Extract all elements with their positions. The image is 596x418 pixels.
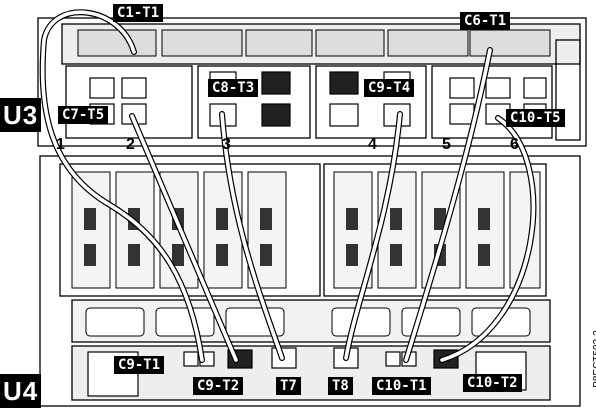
u3-chassis bbox=[37, 17, 587, 147]
port-number: 3 bbox=[222, 136, 231, 153]
unit-label-u4: U4 bbox=[0, 374, 42, 408]
callout-label: C9-T1 bbox=[114, 356, 165, 374]
callout-label: C7-T5 bbox=[58, 106, 109, 124]
callout-label: C9-T4 bbox=[364, 79, 415, 97]
callout-label: C10-T5 bbox=[506, 109, 565, 127]
callout-label: C10-T2 bbox=[463, 374, 522, 392]
callout-label: C9-T2 bbox=[193, 377, 244, 395]
callout-label: C1-T1 bbox=[113, 4, 164, 22]
callout-label: C6-T1 bbox=[460, 12, 511, 30]
port-number: 4 bbox=[368, 136, 377, 153]
port-number: 6 bbox=[510, 136, 519, 153]
callout-label: T7 bbox=[276, 377, 301, 395]
callout-label: T8 bbox=[328, 377, 353, 395]
figure-id: P8ECT502-3 bbox=[592, 330, 596, 388]
u4-chassis bbox=[39, 155, 581, 407]
callout-label: C8-T3 bbox=[208, 79, 259, 97]
port-number: 1 bbox=[56, 136, 65, 153]
callout-label: C10-T1 bbox=[372, 377, 431, 395]
port-number: 5 bbox=[442, 136, 451, 153]
port-number: 2 bbox=[126, 136, 135, 153]
unit-label-u3: U3 bbox=[0, 98, 42, 132]
